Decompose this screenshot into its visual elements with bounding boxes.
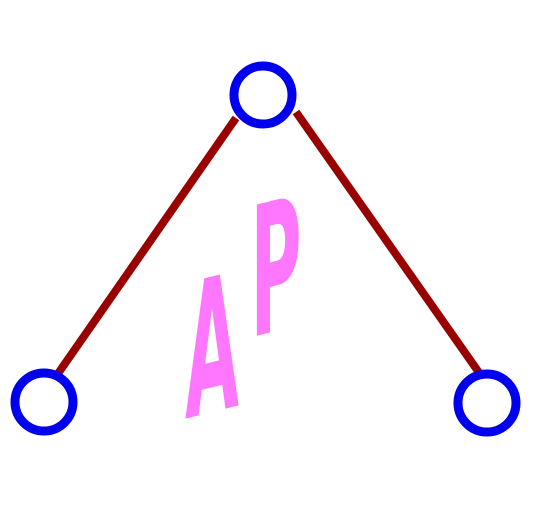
node-top bbox=[229, 61, 297, 129]
center-label-letter-a: A bbox=[185, 234, 239, 464]
node-left bbox=[10, 368, 78, 436]
edge-top-right bbox=[292, 109, 484, 377]
center-label-letter-p: P bbox=[250, 159, 301, 381]
edge-top-left bbox=[53, 115, 240, 378]
node-right bbox=[453, 369, 521, 437]
